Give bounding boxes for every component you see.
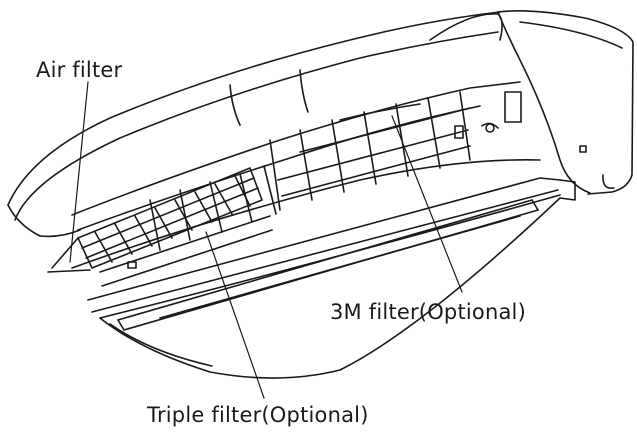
left-filter-bay bbox=[99, 165, 277, 287]
unit-end-cap bbox=[497, 10, 634, 195]
leader-lines bbox=[69, 81, 463, 399]
3m-filter-label: 3M filter(Optional) bbox=[330, 300, 526, 324]
leader-3m-filter bbox=[391, 115, 463, 293]
leader-air-filter bbox=[69, 81, 89, 263]
right-filter-bay bbox=[269, 91, 471, 211]
front-panel bbox=[7, 11, 503, 238]
air-filter-label: Air filter bbox=[36, 58, 123, 82]
air-louver bbox=[117, 199, 539, 331]
right-side-controls bbox=[454, 91, 522, 139]
air-filter-mesh bbox=[47, 167, 263, 273]
triple-filter-label: Triple filter(Optional) bbox=[147, 403, 369, 427]
leader-triple-filter bbox=[205, 231, 265, 399]
